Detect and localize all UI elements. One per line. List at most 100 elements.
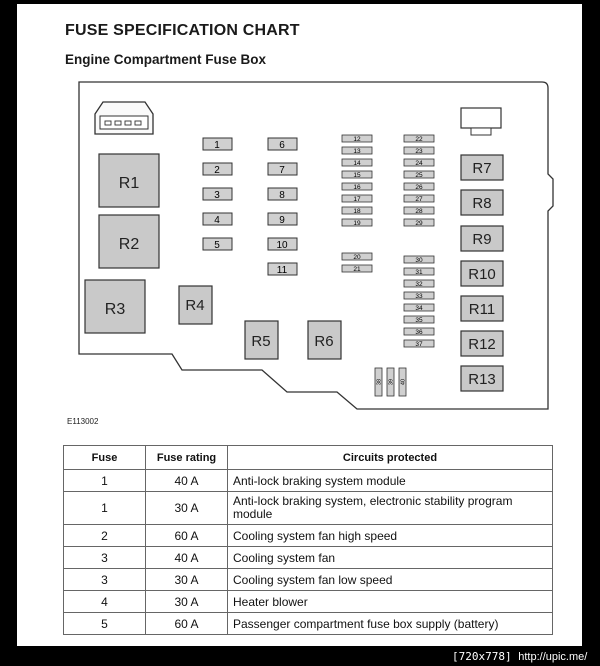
svg-text:15: 15 xyxy=(353,172,361,179)
fuse-5: 5 xyxy=(202,237,233,251)
fuse-6: 6 xyxy=(267,137,298,151)
cell-rating: 40 A xyxy=(145,546,228,569)
svg-text:33: 33 xyxy=(415,293,423,300)
cell-circuits: Passenger compartment fuse box supply (b… xyxy=(227,612,553,635)
fuse-38: 38 xyxy=(374,367,383,397)
svg-text:R13: R13 xyxy=(468,371,496,388)
fuse-28: 28 xyxy=(403,206,435,215)
cell-rating: 30 A xyxy=(145,568,228,591)
cell-rating: 60 A xyxy=(145,524,228,547)
svg-text:R12: R12 xyxy=(468,336,496,353)
svg-text:3: 3 xyxy=(214,190,220,201)
relay-r12: R12 xyxy=(460,330,504,357)
fuse-32: 32 xyxy=(403,279,435,288)
svg-text:22: 22 xyxy=(415,136,423,143)
fuse-39: 39 xyxy=(386,367,395,397)
fuse-27: 27 xyxy=(403,194,435,203)
fuse-9: 9 xyxy=(267,212,298,226)
svg-text:24: 24 xyxy=(415,160,423,167)
cell-rating: 60 A xyxy=(145,612,228,635)
svg-text:R2: R2 xyxy=(119,236,140,253)
fuse-3: 3 xyxy=(202,187,233,201)
fuse-box-outline xyxy=(78,81,554,410)
fuse-16: 16 xyxy=(341,182,373,191)
fuse-22: 22 xyxy=(403,134,435,143)
fuse-20: 20 xyxy=(341,252,373,261)
svg-text:R9: R9 xyxy=(472,231,491,248)
image-size-label: [720x778] xyxy=(452,650,512,663)
cell-circuits: Anti-lock braking system, electronic sta… xyxy=(227,491,553,525)
svg-text:R8: R8 xyxy=(472,195,491,212)
cell-fuse: 5 xyxy=(63,612,146,635)
svg-text:39: 39 xyxy=(389,379,395,385)
fuse-37: 37 xyxy=(403,339,435,348)
fuse-2: 2 xyxy=(202,162,233,176)
svg-text:35: 35 xyxy=(415,317,423,324)
svg-text:R10: R10 xyxy=(468,266,496,283)
svg-text:7: 7 xyxy=(279,165,285,176)
fuse-36: 36 xyxy=(403,327,435,336)
fuse-12: 12 xyxy=(341,134,373,143)
svg-text:R7: R7 xyxy=(472,160,491,177)
fuse-10: 10 xyxy=(267,237,298,251)
fuse-40: 40 xyxy=(398,367,407,397)
header-circuits-protected: Circuits protected xyxy=(227,445,553,470)
fuse-21: 21 xyxy=(341,264,373,273)
fuse-35: 35 xyxy=(403,315,435,324)
fuse-1: 1 xyxy=(202,137,233,151)
page-title: FUSE SPECIFICATION CHART xyxy=(65,22,300,39)
fuse-19: 19 xyxy=(341,218,373,227)
image-host-link[interactable]: http://upic.me/ xyxy=(518,651,588,663)
table-row: 4 30 A Heater blower xyxy=(63,590,553,613)
fuse-29: 29 xyxy=(403,218,435,227)
svg-text:23: 23 xyxy=(415,148,423,155)
svg-text:17: 17 xyxy=(353,196,361,203)
cell-fuse: 3 xyxy=(63,546,146,569)
table-row: 3 40 A Cooling system fan xyxy=(63,546,553,569)
svg-text:28: 28 xyxy=(415,208,423,215)
table-row: 2 60 A Cooling system fan high speed xyxy=(63,524,553,547)
svg-text:32: 32 xyxy=(415,281,423,288)
figure-id: E113002 xyxy=(67,417,99,426)
fuse-7: 7 xyxy=(267,162,298,176)
relay-r11: R11 xyxy=(460,295,504,322)
cell-fuse: 1 xyxy=(63,491,146,525)
svg-text:R11: R11 xyxy=(469,301,495,318)
cell-fuse: 1 xyxy=(63,469,146,492)
cell-circuits: Cooling system fan high speed xyxy=(227,524,553,547)
relay-r3: R3 xyxy=(84,279,146,334)
svg-text:34: 34 xyxy=(415,305,423,312)
svg-text:40: 40 xyxy=(401,379,407,385)
svg-text:4: 4 xyxy=(214,215,220,226)
fuse-30: 30 xyxy=(403,255,435,264)
relay-r2: R2 xyxy=(98,214,160,269)
svg-text:27: 27 xyxy=(415,196,423,203)
svg-text:10: 10 xyxy=(276,240,288,251)
relay-r1: R1 xyxy=(98,153,160,208)
cell-fuse: 4 xyxy=(63,590,146,613)
fuse-8: 8 xyxy=(267,187,298,201)
relay-r13: R13 xyxy=(460,365,504,392)
fuse-34: 34 xyxy=(403,303,435,312)
svg-text:18: 18 xyxy=(353,208,361,215)
svg-text:8: 8 xyxy=(279,190,285,201)
table-row: 1 30 A Anti-lock braking system, electro… xyxy=(63,491,553,525)
svg-text:R1: R1 xyxy=(119,175,140,192)
table-header-row: Fuse Fuse rating Circuits protected xyxy=(63,445,553,470)
svg-text:1: 1 xyxy=(214,140,220,151)
header-fuse-rating: Fuse rating xyxy=(145,445,228,470)
svg-text:31: 31 xyxy=(415,269,423,276)
svg-text:36: 36 xyxy=(415,329,423,336)
table-row: 5 60 A Passenger compartment fuse box su… xyxy=(63,612,553,635)
cell-rating: 30 A xyxy=(145,491,228,525)
svg-text:37: 37 xyxy=(415,341,423,348)
svg-text:R6: R6 xyxy=(314,333,333,350)
image-host-footer: [720x778] http://upic.me/ xyxy=(452,650,587,663)
table-row: 1 40 A Anti-lock braking system module xyxy=(63,469,553,492)
relay-r7: R7 xyxy=(460,154,504,181)
relay-r10: R10 xyxy=(460,260,504,287)
fuse-4: 4 xyxy=(202,212,233,226)
fuse-25: 25 xyxy=(403,170,435,179)
svg-text:29: 29 xyxy=(415,220,423,227)
fuse-17: 17 xyxy=(341,194,373,203)
